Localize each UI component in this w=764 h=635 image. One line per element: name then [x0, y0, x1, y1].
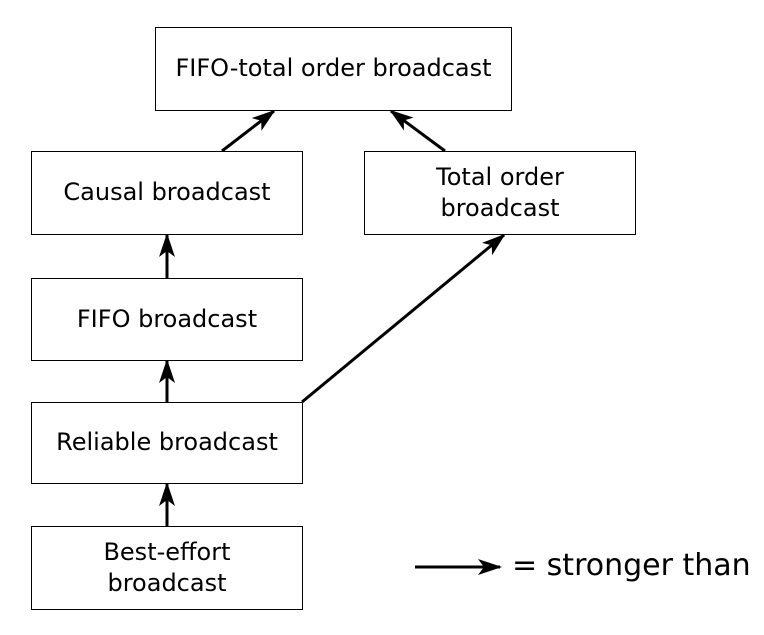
- legend-label: = stronger than: [512, 548, 751, 583]
- node-label-line: FIFO broadcast: [76, 304, 258, 333]
- node-label-line: Total order: [436, 162, 564, 191]
- node-label-line: Causal broadcast: [63, 178, 271, 207]
- edge-causal-to-fifo-total: [221, 109, 276, 153]
- node-label-line: Best-effort: [103, 537, 231, 566]
- node-best-effort-broadcast: Best-effort broadcast: [31, 526, 303, 610]
- edge-reliable-to-total-order: [301, 233, 506, 404]
- node-label-line: broadcast: [107, 569, 227, 597]
- node-label-line: Reliable broadcast: [56, 428, 278, 457]
- node-fifo-broadcast: FIFO broadcast: [31, 278, 303, 361]
- node-label-line: broadcast: [440, 194, 560, 222]
- node-label-line: FIFO-total order broadcast: [175, 54, 492, 83]
- node-fifo-total-order-broadcast: FIFO-total order broadcast: [155, 27, 512, 111]
- node-causal-broadcast: Causal broadcast: [31, 151, 303, 235]
- node-total-order-broadcast: Total order broadcast: [364, 151, 636, 235]
- node-reliable-broadcast: Reliable broadcast: [31, 402, 303, 484]
- edge-total-order-to-fifo-total: [389, 109, 446, 153]
